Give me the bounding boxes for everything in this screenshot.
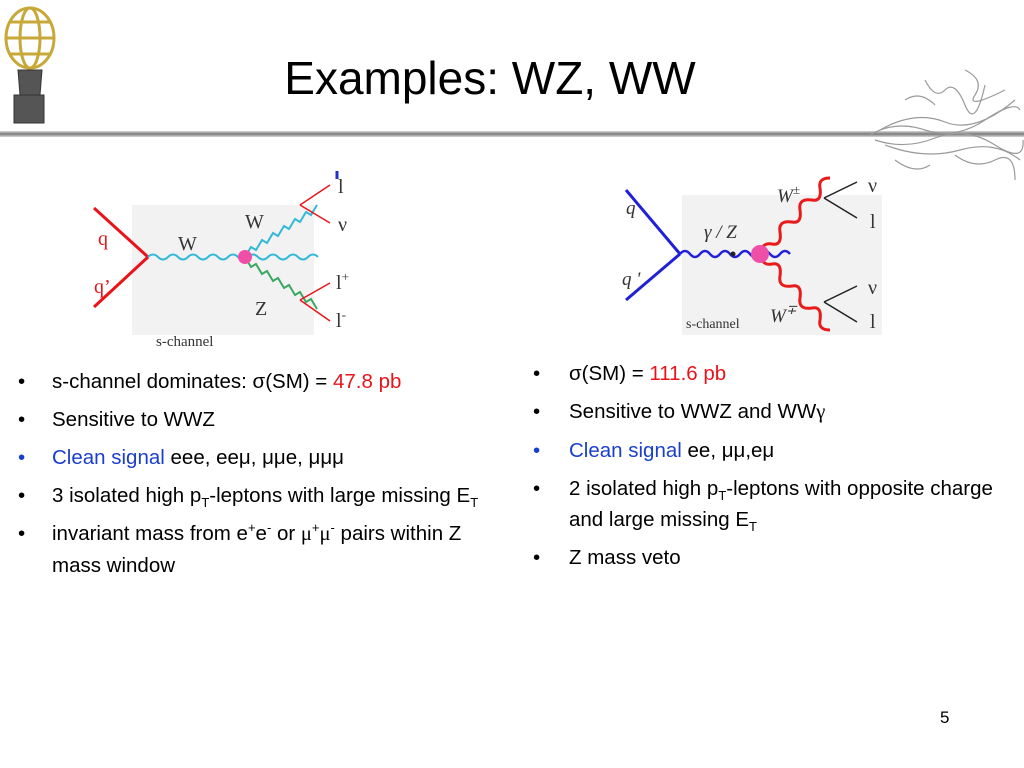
quark-line-in [92,206,150,259]
z-outgoing [244,256,318,310]
list-item: • Clean signal ee, μμ,eμ [533,439,775,462]
left-bullet-list: • s-channel dominates: σ(SM) = 47.8 pb •… [18,366,498,588]
list-item: • invariant mass from e+e- or μ+μ- pairs… [18,520,462,577]
svg-text:ν: ν [868,277,877,299]
antiquark-line-in [92,255,150,309]
svg-text:W±: W± [777,182,800,207]
list-item: • Z mass veto [533,546,681,569]
svg-text:l: l [870,311,876,333]
list-item: • Sensitive to WWZ and WWγ [533,400,826,423]
list-item: • s-channel dominates: σ(SM) = 47.8 pb [18,366,498,397]
list-item: • Sensitive to WWZ [18,408,215,431]
svg-text:Z: Z [255,298,267,320]
list-item: • 2 isolated high pT-leptons with opposi… [533,477,993,535]
svg-text:q’: q’ [94,276,111,298]
list-item: • σ(SM) = 111.6 pb [533,362,727,385]
svg-text:W: W [245,211,264,233]
particle-tracks-decoration [869,69,1024,181]
vertex-dot [751,245,769,263]
list-item: • Clean signal eee, eeμ, μμe, μμμ [18,446,344,469]
antiquark-line-in [625,252,681,302]
svg-text:q: q [98,228,108,250]
svg-text:l: l [870,211,876,233]
left-feynman-diagram: q q’ W W Z l ν l+ l- s-channel [92,171,349,350]
svg-text:s-channel: s-channel [686,317,740,332]
clean-signal-highlight: Clean signal [569,439,682,462]
svg-text:l: l [338,176,344,198]
sigma-value: 111.6 pb [649,362,727,385]
w-plus-outgoing [758,176,831,255]
svg-text:l+: l+ [336,269,349,294]
atlas-logo-icon [4,6,56,124]
svg-text:q ': q ' [622,269,641,290]
page-number: 5 [940,708,950,727]
list-item: • 3 isolated high pT-leptons with large … [18,484,479,511]
sigma-value: 47.8 pb [332,370,402,393]
title-divider [0,131,1024,137]
svg-text:γ / Z: γ / Z [704,222,737,243]
right-feynman-diagram: q q ' γ / Z W± W∓ ν l ν l s-channel [622,175,882,335]
gamma-z-propagator [679,249,791,259]
right-bullet-list: • σ(SM) = 111.6 pb • Sensitive to WWZ an… [533,358,1003,580]
vertex-dot [238,250,252,264]
svg-text:ν: ν [868,175,877,197]
bullet: • [18,370,26,393]
svg-text:l-: l- [336,307,346,332]
w-outgoing [244,204,318,258]
w-propagator [147,253,319,261]
svg-text:W∓: W∓ [770,302,798,327]
svg-text:ν: ν [338,214,347,236]
quark-line-in [624,189,682,255]
svg-text:W: W [178,233,197,255]
w-minus-outgoing [758,253,831,332]
clean-signal-highlight: Clean signal [52,446,165,469]
slide-title: Examples: WZ, WW [284,52,696,104]
svg-text:s-channel: s-channel [156,334,213,350]
svg-text:q: q [626,198,636,219]
